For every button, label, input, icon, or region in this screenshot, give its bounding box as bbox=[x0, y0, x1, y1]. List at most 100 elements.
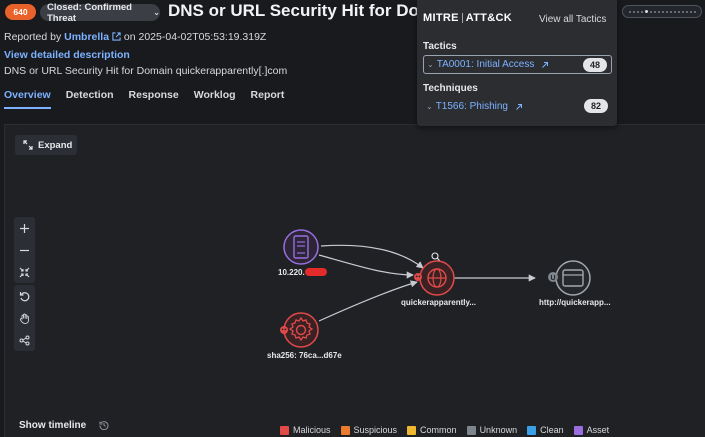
fit-view-button[interactable] bbox=[14, 261, 35, 283]
legend-item-unknown: Unknown bbox=[466, 425, 518, 435]
graph-canvas[interactable]: U 10.220. sha256: 76ca...d67e quickerapp… bbox=[4, 124, 705, 437]
view-description-link[interactable]: View detailed description bbox=[4, 49, 130, 61]
reported-prefix: Reported by bbox=[4, 31, 62, 43]
undo-icon bbox=[19, 291, 30, 301]
legend-item-malicious: Malicious bbox=[280, 425, 331, 435]
technique-count-badge: 82 bbox=[584, 99, 608, 113]
legend-item-common: Common bbox=[407, 425, 457, 435]
legend-swatch bbox=[407, 425, 417, 435]
arrow-up-right-icon[interactable] bbox=[515, 103, 523, 111]
pager-dot[interactable] bbox=[649, 10, 652, 13]
mitre-attack-popup: MITRE ATT&CK View all Tactics Tactics ⌄ … bbox=[417, 0, 617, 126]
expand-button[interactable]: Expand bbox=[15, 135, 77, 155]
globe-icon bbox=[419, 260, 455, 296]
pager-dot[interactable] bbox=[657, 10, 660, 13]
pager-dot[interactable] bbox=[640, 10, 643, 13]
minus-icon bbox=[20, 249, 29, 251]
history-icon[interactable] bbox=[99, 420, 109, 430]
legend-swatch bbox=[340, 425, 350, 435]
zoom-in-button[interactable] bbox=[14, 217, 35, 239]
malicious-skull-icon bbox=[280, 326, 288, 334]
show-timeline-button[interactable]: Show timeline bbox=[19, 420, 87, 431]
page-title: DNS or URL Security Hit for Domain quick… bbox=[168, 1, 418, 20]
tab-response[interactable]: Response bbox=[128, 89, 179, 101]
expand-label: Expand bbox=[38, 139, 73, 151]
legend-swatch bbox=[573, 425, 583, 435]
plus-icon bbox=[20, 223, 29, 233]
unknown-badge-icon: U bbox=[548, 272, 558, 282]
legend-item-clean: Clean bbox=[527, 425, 564, 435]
hand-icon bbox=[19, 313, 29, 324]
edge-host-domain-upper bbox=[320, 244, 424, 269]
domain-node-label[interactable]: quickerapparently... bbox=[401, 298, 476, 307]
tactic-link[interactable]: TA0001: Initial Access bbox=[436, 59, 535, 70]
pager-dot[interactable] bbox=[632, 10, 635, 13]
url-node-label[interactable]: http://quickerapp... bbox=[539, 298, 611, 307]
tab-overview[interactable]: Overview bbox=[4, 89, 51, 109]
pager-dot[interactable] bbox=[677, 10, 680, 13]
mitre-logo-text: MITRE bbox=[423, 12, 459, 24]
reset-layout-button[interactable] bbox=[14, 285, 35, 307]
pager-dot[interactable] bbox=[669, 10, 672, 13]
legend-swatch bbox=[280, 425, 289, 435]
pager-dot[interactable] bbox=[673, 10, 676, 13]
edge-hash-domain bbox=[318, 280, 418, 322]
zoom-out-button[interactable] bbox=[14, 239, 35, 261]
relationship-graph: U bbox=[280, 229, 591, 348]
legend-label: Unknown bbox=[479, 425, 518, 435]
malicious-skull-icon bbox=[414, 273, 422, 281]
tactic-item[interactable]: ⌄ TA0001: Initial Access 48 bbox=[423, 55, 612, 74]
legend-label: Asset bbox=[586, 425, 610, 435]
tab-report[interactable]: Report bbox=[250, 89, 285, 101]
tactics-heading: Tactics bbox=[423, 41, 457, 52]
pager-dot[interactable] bbox=[628, 10, 631, 13]
priority-score-badge: 640 bbox=[5, 4, 36, 20]
external-link-icon[interactable] bbox=[112, 32, 121, 41]
tactic-count-badge: 48 bbox=[583, 58, 607, 72]
view-all-tactics-link[interactable]: View all Tactics bbox=[539, 14, 607, 25]
edge-host-domain-lower bbox=[318, 254, 414, 279]
host-node-label[interactable]: 10.220. bbox=[278, 268, 327, 277]
graph-tools bbox=[14, 285, 35, 351]
pager-dot[interactable] bbox=[653, 10, 656, 13]
expand-icon bbox=[23, 140, 33, 150]
hash-node-label[interactable]: sha256: 76ca...d67e bbox=[267, 351, 342, 360]
legend-label: Clean bbox=[540, 425, 564, 435]
share-graph-button[interactable] bbox=[14, 329, 35, 351]
legend: Malicious Suspicious Common Unknown Clean Ass… bbox=[280, 425, 609, 435]
host-label-text: 10.220. bbox=[278, 268, 305, 277]
tab-worklog[interactable]: Worklog bbox=[193, 89, 236, 101]
pager-dot[interactable] bbox=[685, 10, 688, 13]
pan-button[interactable] bbox=[14, 307, 35, 329]
incident-description: DNS or URL Security Hit for Domain quick… bbox=[4, 65, 288, 77]
pager-dot[interactable] bbox=[681, 10, 684, 13]
technique-link[interactable]: T1566: Phishing bbox=[435, 101, 508, 112]
pager-dot[interactable] bbox=[636, 10, 639, 13]
redaction-mark bbox=[304, 268, 327, 276]
nodes-icon bbox=[19, 335, 30, 345]
status-dropdown[interactable]: Closed: Confirmed Threat ⌄ bbox=[40, 2, 160, 24]
search-icon bbox=[431, 252, 440, 261]
pager-dot-active[interactable] bbox=[644, 10, 648, 13]
svg-text:U: U bbox=[550, 275, 555, 282]
collapse-icon bbox=[19, 267, 30, 277]
pager-dot[interactable] bbox=[661, 10, 664, 13]
legend-label: Malicious bbox=[293, 425, 331, 435]
gear-icon bbox=[283, 312, 319, 348]
mitre-attack-logo: MITRE ATT&CK bbox=[423, 12, 512, 24]
attack-logo-text: ATT&CK bbox=[465, 12, 512, 24]
pager-dot[interactable] bbox=[665, 10, 668, 13]
reporter-link[interactable]: Umbrella bbox=[64, 31, 110, 43]
pager-dot[interactable] bbox=[689, 10, 692, 13]
legend-item-asset: Asset bbox=[573, 425, 610, 435]
legend-label: Suspicious bbox=[353, 425, 398, 435]
tab-detection[interactable]: Detection bbox=[65, 89, 114, 101]
pagination-dots[interactable] bbox=[622, 5, 702, 18]
zoom-controls bbox=[14, 217, 35, 283]
arrow-up-right-icon[interactable] bbox=[541, 61, 549, 69]
reported-timestamp: on 2025-04-02T05:53:19.319Z bbox=[123, 31, 267, 43]
chevron-down-icon: ⌄ bbox=[153, 8, 160, 17]
technique-item[interactable]: ⌄ T1566: Phishing 82 bbox=[423, 97, 612, 116]
reported-by: Reported by Umbrella on 2025-04-02T05:53… bbox=[4, 31, 266, 43]
pager-dot[interactable] bbox=[693, 10, 696, 13]
